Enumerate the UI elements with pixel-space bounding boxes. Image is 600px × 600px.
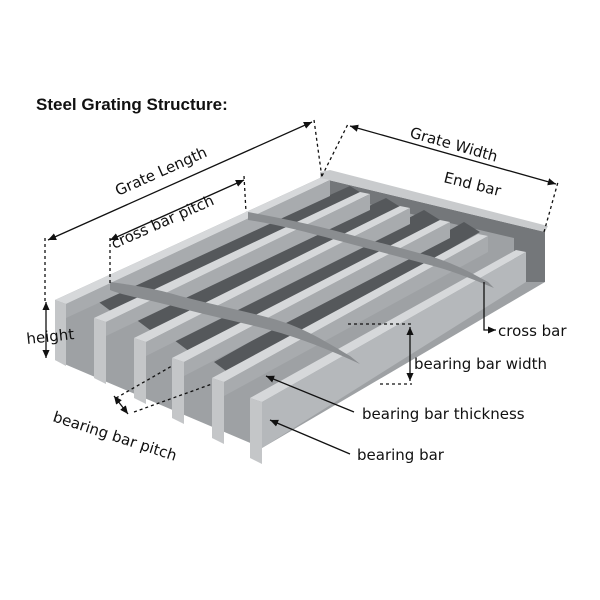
diagram-title: Steel Grating Structure:	[36, 95, 228, 114]
grate-width-label: Grate Width	[408, 124, 500, 166]
grate-length-label: Grate Length	[112, 143, 209, 200]
bearing-bar-width-dimension: bearing bar width	[348, 323, 547, 385]
height-dimension: height	[26, 302, 76, 358]
bearing-bar-annotation: bearing bar	[269, 419, 445, 464]
bearing-bar-pitch-label: bearing bar pitch	[51, 408, 179, 465]
height-label: height	[26, 325, 76, 348]
bearing-bar-label: bearing bar	[357, 446, 445, 464]
cross-bar-label: cross bar	[498, 322, 567, 340]
cross-bar-annotation: cross bar	[483, 282, 567, 340]
end-bar-annotation: End bar	[442, 168, 504, 200]
bearing-bar-width-label: bearing bar width	[414, 355, 547, 373]
bearing-bar-thickness-label: bearing bar thickness	[362, 405, 525, 423]
end-bar-label: End bar	[442, 168, 504, 200]
bearing-bar-thickness-annotation: bearing bar thickness	[265, 375, 525, 423]
end-bar-top	[320, 170, 548, 232]
